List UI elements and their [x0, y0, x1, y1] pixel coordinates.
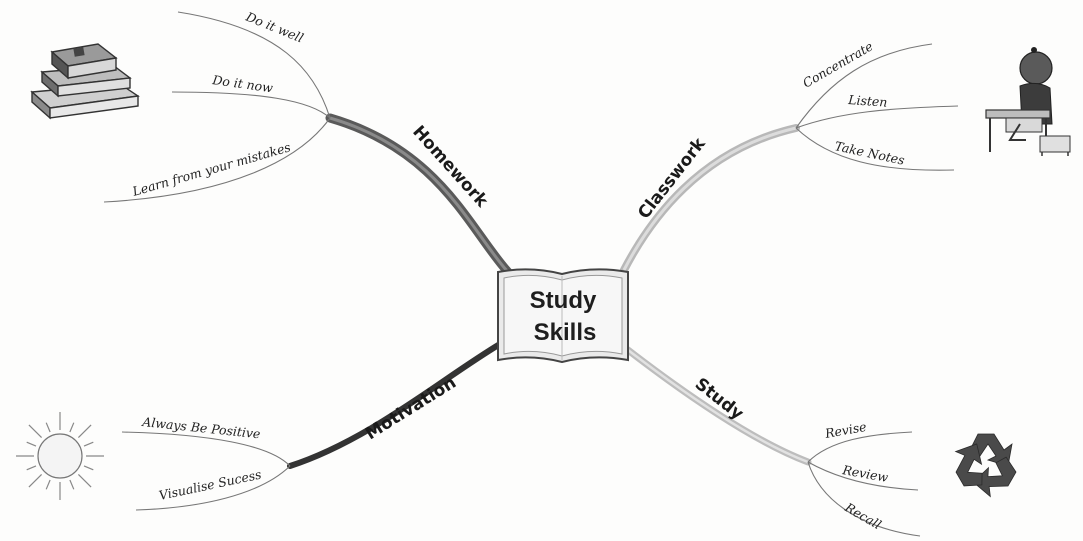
branch-motivation: Motivation Always Be Positive Visualise … — [16, 341, 503, 511]
sun-ray — [28, 473, 43, 488]
leaf-classwork-1-line — [795, 43, 933, 129]
central-topic-line2: Skills — [534, 319, 597, 346]
sun-ray — [26, 465, 37, 471]
leaf-motivation-2-label: Visualise Sucess — [158, 467, 263, 503]
leaf-study-1-label: Revise — [823, 419, 868, 441]
sun-ray — [83, 465, 94, 471]
sun-ray — [69, 422, 75, 433]
sun-ray — [83, 441, 94, 447]
central-topic-line1: Study — [530, 287, 597, 314]
leaf-homework-2-label: Do it now — [211, 72, 275, 95]
leaf-study-2-line — [807, 461, 919, 491]
sun-ray — [45, 422, 51, 433]
recycle-icon — [954, 433, 1017, 498]
sun-ray — [77, 473, 92, 488]
branch-classwork: Classwork Concentrate Listen Take Notes — [620, 38, 1071, 274]
sun-ray — [28, 424, 43, 439]
sun-ray — [45, 479, 51, 490]
leaf-study-1-line — [807, 431, 913, 463]
branch-motivation-line — [287, 341, 503, 469]
leaf-classwork-3-line — [795, 127, 955, 171]
leaf-study-3-line — [807, 461, 921, 537]
branch-motivation-label: Motivation — [362, 373, 460, 444]
leaf-classwork-2-line — [795, 105, 959, 129]
leaf-homework-2-line — [171, 91, 331, 119]
leaf-homework-3-line — [103, 117, 331, 203]
branch-homework: Homework Do it well Do it now Learn from… — [30, 8, 513, 277]
leaf-classwork-2-label: Listen — [847, 92, 888, 110]
leaf-homework-3-label: Learn from your mistakes — [130, 139, 293, 199]
leaf-motivation-1-line — [121, 431, 291, 467]
leaf-study-3-label: Recall — [842, 499, 884, 532]
student-at-desk-icon — [985, 47, 1071, 156]
leaf-study-2-label: Review — [840, 462, 889, 485]
leaf-homework-1-line — [177, 11, 331, 119]
leaf-homework-1-label: Do it well — [243, 8, 306, 45]
branch-study: Study Revise Review Recall — [624, 346, 1017, 537]
sun-ray — [69, 479, 75, 490]
central-topic-book: Study Skills — [497, 268, 629, 364]
books-icon — [30, 43, 140, 120]
sun-ray — [77, 424, 92, 439]
sun-ray — [26, 441, 37, 447]
sun-icon — [16, 412, 104, 500]
leaf-motivation-2-line — [135, 465, 291, 511]
leaf-classwork-3-label: Take Notes — [833, 138, 906, 167]
